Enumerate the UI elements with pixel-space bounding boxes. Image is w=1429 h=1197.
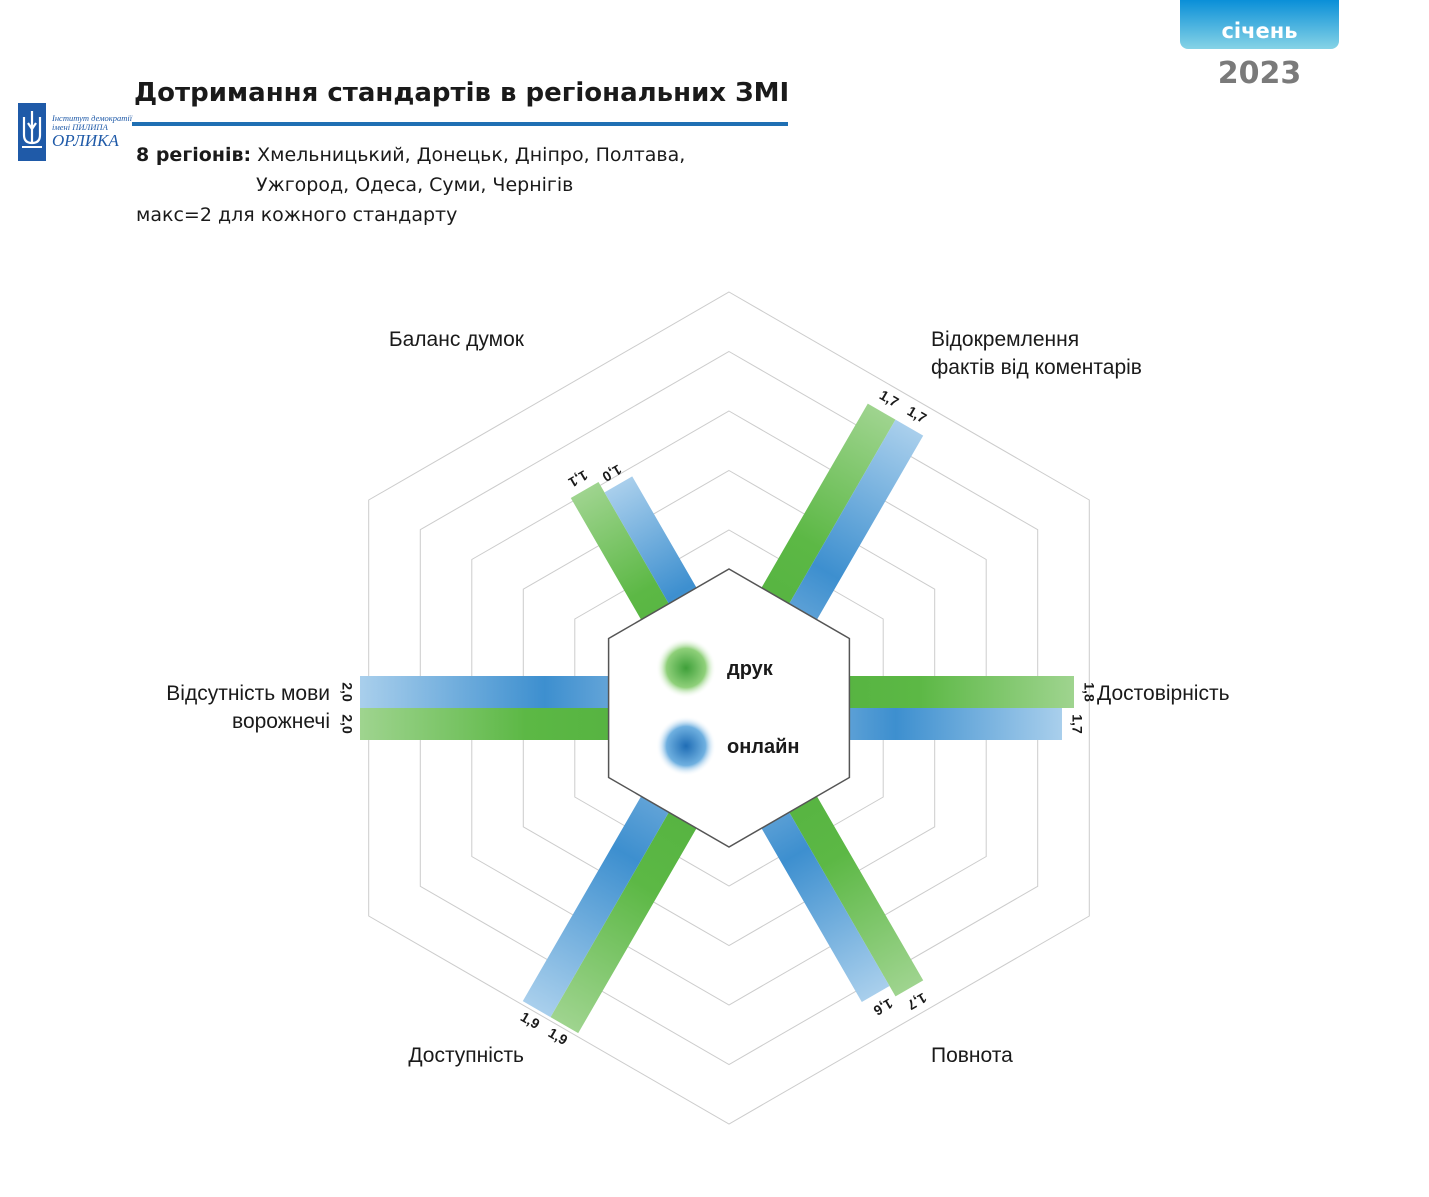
title-underline xyxy=(132,122,788,126)
grid-ring-2 xyxy=(419,350,1039,1066)
value-label-print-5: 1,9 xyxy=(546,1024,571,1048)
logo-line-2: імені ПИЛИПА xyxy=(52,122,108,132)
logo-line-3: ОРЛИКА xyxy=(52,131,119,150)
value-label-print-1: 1,8 xyxy=(1081,682,1097,702)
trident-logo-icon xyxy=(18,103,46,161)
value-label-online-3: 1,0 xyxy=(599,462,624,486)
value-label-print-4: 2,0 xyxy=(339,714,355,734)
legend-online-swatch xyxy=(656,716,716,776)
grid-ring-5 xyxy=(574,529,884,887)
value-label-online-1: 1,7 xyxy=(1069,714,1085,734)
value-label-online-6: 1,6 xyxy=(871,995,896,1019)
subtitle: 8 регіонів: Хмельницький, Донецьк, Дніпр… xyxy=(136,140,685,230)
year-label: 2023 xyxy=(1217,56,1302,91)
regions-line-2: Ужгород, Одеса, Суми, Чернігів xyxy=(256,174,574,196)
category-label-4-2: ворожнечі xyxy=(232,710,330,733)
grid-ring-4 xyxy=(522,469,936,947)
category-label-3-1: Баланс думок xyxy=(389,328,525,351)
category-label-1-1: Достовірність xyxy=(1097,682,1230,705)
category-label-6-1: Повнота xyxy=(931,1044,1013,1067)
category-label-2-2: фактів від коментарів xyxy=(931,356,1142,379)
month-badge: січень xyxy=(1180,0,1339,49)
value-label-print-3: 1,1 xyxy=(566,467,591,491)
legend-print-swatch xyxy=(656,638,716,698)
regions-line-1: Хмельницький, Донецьк, Дніпро, Полтава, xyxy=(251,144,686,166)
page-title: Дотримання стандартів в регіональних ЗМІ xyxy=(134,78,790,108)
center-hexagon xyxy=(607,568,851,848)
grid-ring-3 xyxy=(471,410,987,1006)
value-label-online-5: 1,9 xyxy=(518,1008,543,1032)
category-label-2-1: Відокремлення xyxy=(931,328,1079,351)
logo-line-1: Інститут демократії xyxy=(52,113,133,123)
legend-print-label: друк xyxy=(727,658,774,680)
institute-logo: Інститут демократії імені ПИЛИПА ОРЛИКА xyxy=(12,100,133,164)
category-label-5-1: Доступність xyxy=(408,1044,524,1067)
max-note: макс=2 для кожного стандарту xyxy=(136,204,458,226)
value-label-online-4: 2,0 xyxy=(339,682,355,702)
legend-online-label: онлайн xyxy=(727,736,800,758)
grid-ring-1 xyxy=(368,291,1090,1125)
category-label-4-1: Відсутність мови xyxy=(166,682,330,705)
regions-label: 8 регіонів: xyxy=(136,144,252,166)
